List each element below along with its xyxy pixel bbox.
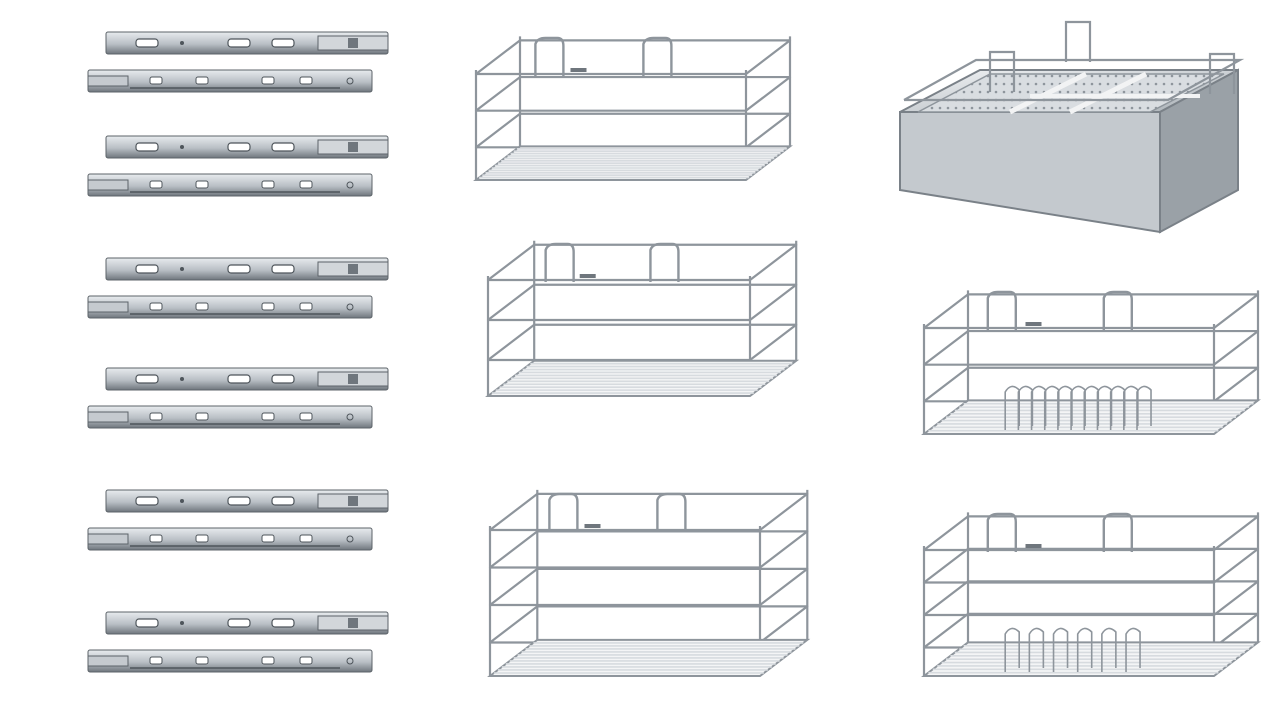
wire-basket <box>485 240 800 397</box>
telescopic-drawer-slide-pair <box>87 489 389 551</box>
wire-basket <box>473 36 793 181</box>
wire-basket <box>487 489 811 677</box>
telescopic-drawer-slide-pair <box>87 257 389 319</box>
telescopic-drawer-slide-pair <box>87 135 389 197</box>
telescopic-drawer-slide-pair <box>87 367 389 429</box>
telescopic-drawer-slide-pair <box>87 31 389 93</box>
telescopic-drawer-slide-pair <box>87 611 389 673</box>
thali-basket <box>921 512 1261 677</box>
plate-rack-basket <box>921 290 1261 435</box>
perforated-cutlery-tray <box>899 20 1245 234</box>
